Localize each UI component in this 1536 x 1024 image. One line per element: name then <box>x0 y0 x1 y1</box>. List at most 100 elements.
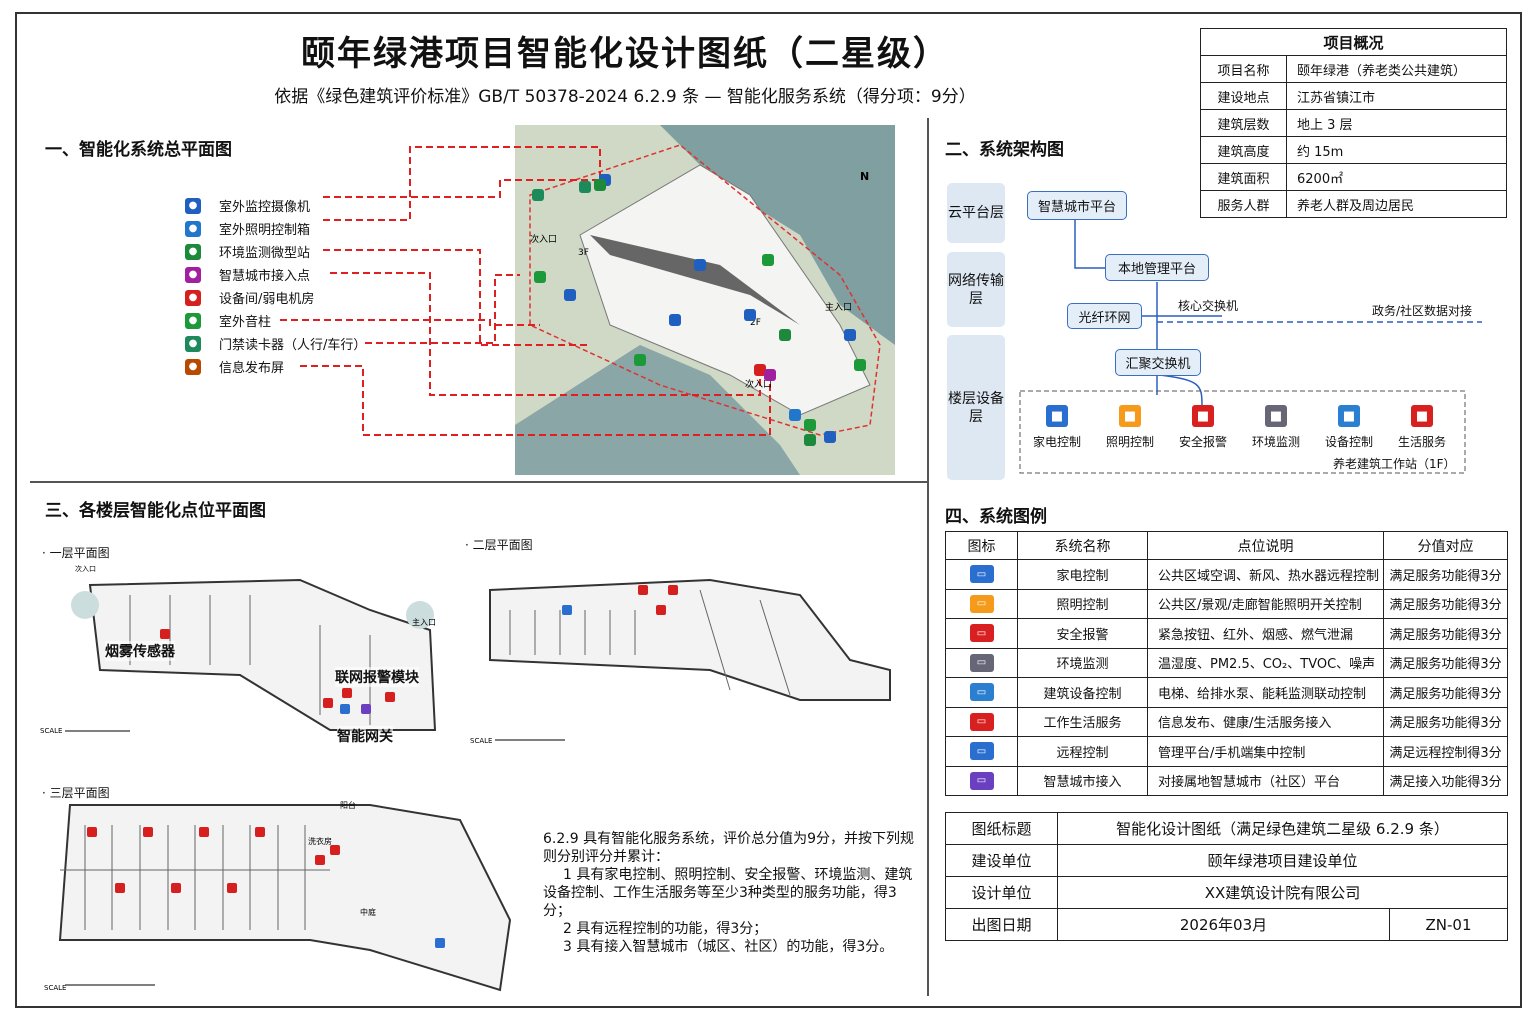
camera-icon <box>694 259 706 271</box>
tb-drawing-number: ZN-01 <box>1389 908 1508 941</box>
equipment-icon: ▭ <box>969 683 994 702</box>
card-reader-icon <box>579 181 591 193</box>
divider-vertical <box>927 118 929 996</box>
tb-label: 设计单位 <box>945 876 1058 909</box>
architecture-connectors <box>1019 220 1482 474</box>
legend-score: 满足服务功能得3分 <box>1383 559 1508 590</box>
site-sub-entrance-label-2: 次入口 <box>745 378 772 390</box>
service-icon: ■ <box>1411 405 1433 427</box>
site-plan: 次入口 主入口 次入口 3F 2F N <box>280 125 895 475</box>
tb-label: 建设单位 <box>945 844 1058 877</box>
water-body <box>515 125 895 345</box>
site-legend-item: ●门禁读卡器（人行/车行） <box>185 334 366 353</box>
aggregation-switch-node: 汇聚交换机 <box>1115 349 1201 376</box>
site-main-entrance-label: 主入口 <box>825 301 852 313</box>
env-station-icon <box>779 329 791 341</box>
legend-row: ▭远程控制管理平台/手机端集中控制满足远程控制得3分 <box>945 736 1508 767</box>
svg-text:中庭: 中庭 <box>360 907 376 917</box>
floor-point-marker <box>330 845 340 855</box>
legend-icon-cell: ▭ <box>945 559 1018 590</box>
floor-point-marker <box>315 855 325 865</box>
card-reader-icon <box>532 189 544 201</box>
project-info-row: 建筑高度约 15m <box>1200 136 1507 164</box>
info-value: 约 15m <box>1286 136 1507 164</box>
lake <box>515 345 800 475</box>
floor-point-marker <box>656 605 666 615</box>
site-boundary <box>529 144 881 436</box>
layer-device: 楼层设备层 <box>947 335 1005 480</box>
floor-point-marker <box>115 883 125 893</box>
floor-2f-label: 2F <box>750 318 761 328</box>
camera-icon <box>844 329 856 341</box>
project-info-row: 建设地点江苏省镇江市 <box>1200 82 1507 110</box>
legend-name: 建筑设备控制 <box>1017 677 1148 708</box>
legend-name: 家电控制 <box>1017 559 1148 590</box>
site-legend-label: 室外音柱 <box>219 315 272 330</box>
svg-text:SCALE: SCALE <box>40 727 62 735</box>
note-head: 6.2.9 具有智能化服务系统，评价总分值为9分，并按下列规则分别评分并累计： <box>543 831 914 865</box>
col-name: 系统名称 <box>1017 531 1148 560</box>
building-footprint <box>579 164 871 416</box>
speaker-icon <box>804 419 816 431</box>
svg-text:阳台: 阳台 <box>340 800 356 810</box>
legend-row: ▭安全报警紧急按钮、红外、烟感、燃气泄漏满足服务功能得3分 <box>945 618 1508 649</box>
site-legend-label: 环境监测微型站 <box>219 246 311 261</box>
floor-point-marker <box>255 827 265 837</box>
legend-desc: 公共区/景观/走廊智能照明开关控制 <box>1147 588 1384 619</box>
legend-name: 安全报警 <box>1017 618 1148 649</box>
legend-desc: 电梯、给排水泵、能耗监测联动控制 <box>1147 677 1384 708</box>
remote-icon: ▭ <box>969 742 994 761</box>
camera-icon <box>824 431 836 443</box>
equipment-room-icon <box>754 364 766 376</box>
tb-drawing-title: 智能化设计图纸（满足绿色建筑二星级 6.2.9 条） <box>1057 812 1508 845</box>
floor-point-marker <box>340 704 350 714</box>
device-label: 生活服务 <box>1397 435 1446 449</box>
legend-desc: 信息发布、健康/生活服务接入 <box>1147 706 1384 737</box>
tb-owner: 颐年绿港项目建设单位 <box>1057 844 1508 877</box>
drawing-frame <box>15 12 1522 1008</box>
legend-score: 满足服务功能得3分 <box>1383 677 1508 708</box>
camera-icon <box>564 289 576 301</box>
north-arrow-icon: N <box>860 170 869 183</box>
project-info-title: 项目概况 <box>1200 28 1507 56</box>
env-monitor-icon: ■ <box>1265 405 1287 427</box>
device-label: 安全报警 <box>1178 435 1227 449</box>
speaker-icon <box>634 354 646 366</box>
camera-icon <box>669 314 681 326</box>
equipment-icon: ■ <box>1338 405 1360 427</box>
note-item-1: 1 具有家电控制、照明控制、安全报警、环境监测、建筑设备控制、工作生活服务等至少… <box>543 867 913 919</box>
legend-desc: 公共区域空调、新风、热水器远程控制 <box>1147 559 1384 590</box>
appliance-icon: ■ <box>1046 405 1068 427</box>
legend-icon-cell: ▭ <box>945 736 1018 767</box>
floor-point-marker <box>668 585 678 595</box>
speaker-icon: ● <box>185 312 201 329</box>
site-legend-label: 信息发布屏 <box>219 361 285 376</box>
legend-name: 工作生活服务 <box>1017 706 1148 737</box>
svg-text:主入口: 主入口 <box>412 617 436 627</box>
camera-icon <box>744 309 756 321</box>
floor-point-marker <box>227 883 237 893</box>
site-legend-label: 门禁读卡器（人行/车行） <box>219 338 367 353</box>
device-label: 环境监测 <box>1251 435 1300 449</box>
legend-icon-cell: ▭ <box>945 706 1018 737</box>
layer-network: 网络传输层 <box>947 252 1005 327</box>
alarm-icon: ▭ <box>969 624 994 643</box>
smart-city-icon <box>764 369 776 381</box>
floor-point-marker <box>342 688 352 698</box>
legend-score: 满足接入功能得3分 <box>1383 765 1508 796</box>
info-value: 颐年绿港（养老类公共建筑） <box>1286 55 1507 83</box>
layer-cloud: 云平台层 <box>947 183 1005 243</box>
core-switch-label: 核心交换机 <box>1178 299 1239 313</box>
building-roof <box>590 235 800 325</box>
note-item-3: 3 具有接入智慧城市（城区、社区）的功能，得3分。 <box>563 939 894 955</box>
legend-icon-cell: ▭ <box>945 588 1018 619</box>
legend-desc: 对接属地智慧城市（社区）平台 <box>1147 765 1384 796</box>
floor-point-marker <box>323 698 333 708</box>
device-node: ■ 生活服务 <box>1387 405 1457 450</box>
svg-text:SCALE: SCALE <box>44 984 66 992</box>
legend-desc: 管理平台/手机端集中控制 <box>1147 736 1384 767</box>
site-legend-label: 室外照明控制箱 <box>219 223 311 238</box>
floor-point-marker <box>143 827 153 837</box>
info-value: 地上 3 层 <box>1286 109 1507 137</box>
